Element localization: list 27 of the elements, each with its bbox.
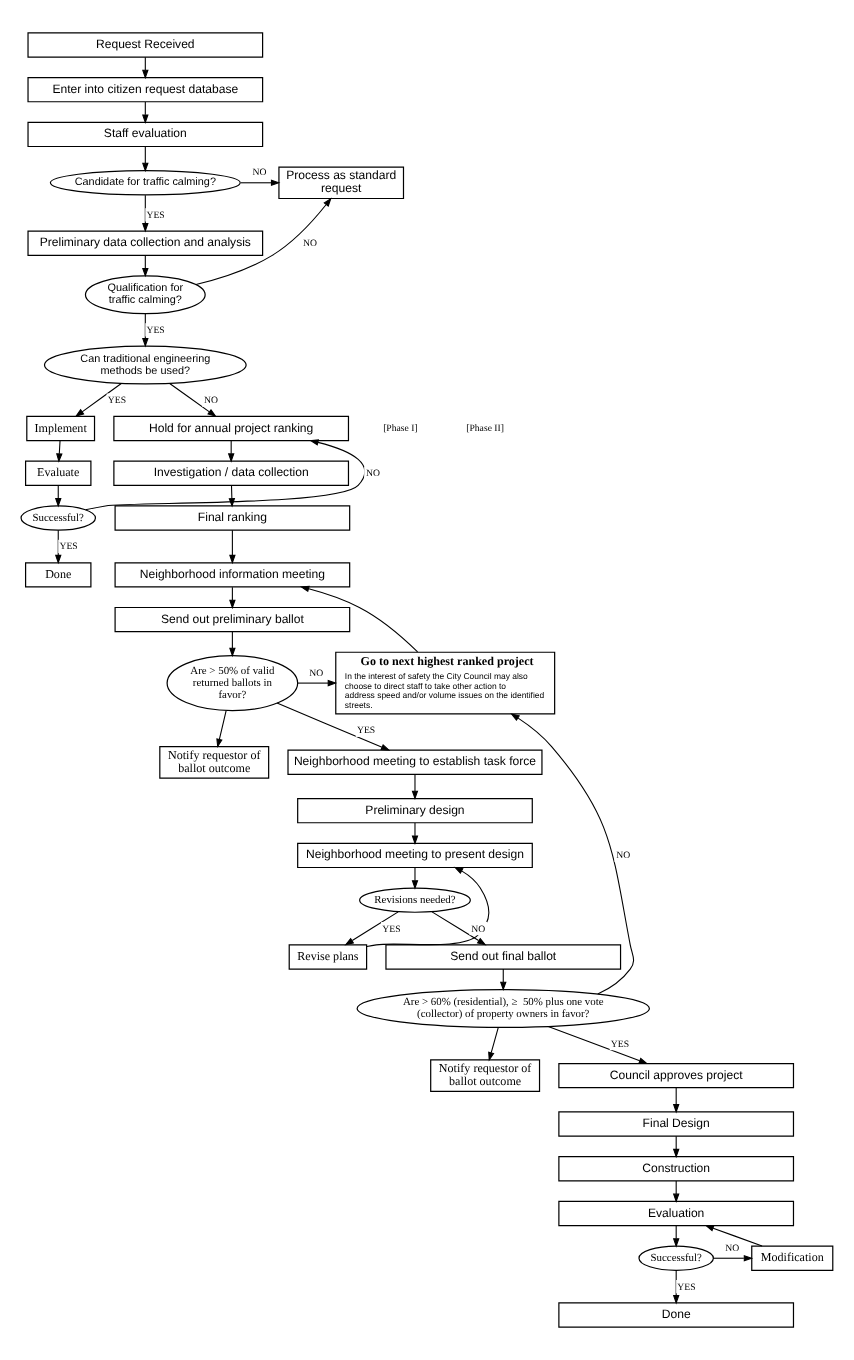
- arrow: [547, 1025, 649, 1064]
- arrow: [216, 710, 227, 749]
- arrow: [411, 822, 419, 845]
- arrow: [142, 56, 149, 80]
- arrow: [672, 1135, 680, 1159]
- arrow: [411, 774, 419, 801]
- arrow: [54, 529, 62, 565]
- arrow: [56, 440, 63, 463]
- arrow: [142, 313, 149, 348]
- arrow: [195, 197, 332, 286]
- arrow: [672, 1269, 680, 1305]
- arrow: [169, 383, 217, 418]
- arrow: [142, 194, 149, 233]
- arrow: [499, 968, 507, 992]
- arrow: [704, 1225, 763, 1247]
- arrow: [240, 179, 281, 187]
- arrow: [229, 586, 236, 610]
- arrow: [296, 679, 338, 687]
- arrow: [74, 383, 122, 418]
- arrow: [411, 867, 419, 890]
- arrow: [488, 1026, 499, 1062]
- arrow: [344, 911, 399, 946]
- arrow: [299, 585, 419, 653]
- arrow: [712, 1254, 754, 1262]
- arrow: [142, 254, 149, 278]
- arrow: [229, 529, 236, 565]
- arrow: [276, 702, 391, 751]
